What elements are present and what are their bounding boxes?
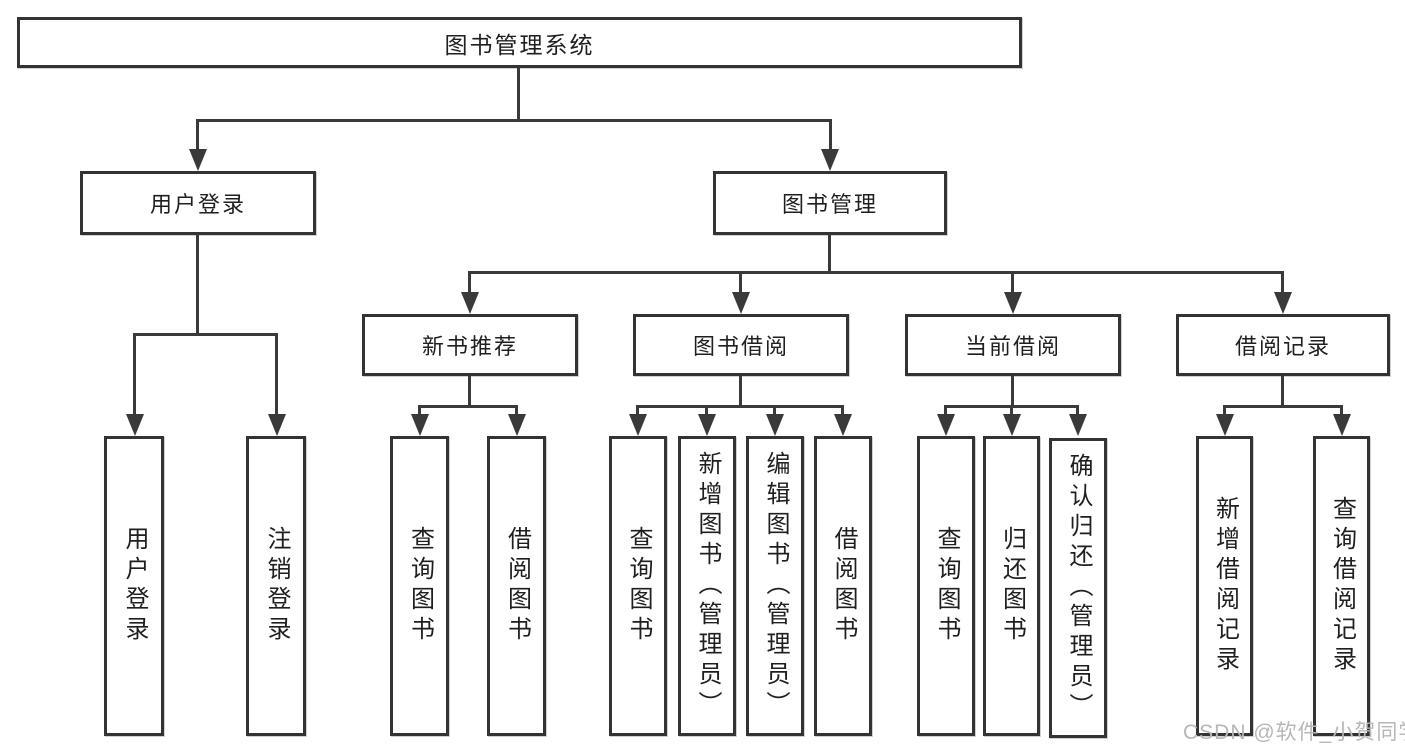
leaf-label: 确认归还（管理员） [1065,453,1092,723]
leaf-query-books-recommend: 查询图书 [390,436,449,736]
leaf-label: 借阅图书 [503,526,531,646]
csdn-watermark: CSDN @软件_小贺同学 [1183,721,1405,744]
connector-line [468,271,1283,274]
connector-line [133,333,278,336]
leaf-label: 查询图书 [933,526,960,646]
connector-line [739,271,742,292]
arrow-down-icon [268,414,286,436]
arrow-down-icon [189,149,207,171]
connector-line [1223,405,1226,416]
leaf-label: 新增图书（管理员） [694,451,721,721]
connector-line [275,333,278,415]
arrow-down-icon [937,414,955,436]
connector-line [517,68,520,121]
leaf-logout: 注销登录 [246,436,306,736]
node-user-login: 用户登录 [80,171,316,235]
connector-line [1340,405,1343,416]
arrow-down-icon [1003,414,1021,436]
connector-line [636,405,843,408]
leaf-confirm-return-admin: 确认归还（管理员） [1049,438,1107,738]
connector-line [1076,405,1079,416]
connector-line [739,376,742,408]
leaf-add-books-admin: 新增图书（管理员） [678,436,736,736]
leaf-add-borrow-record: 新增借阅记录 [1196,436,1253,736]
connector-line [828,235,831,273]
node-label: 当前借阅 [964,334,1061,359]
arrow-down-icon [1004,292,1022,314]
leaf-label: 编辑图书（管理员） [762,451,789,721]
leaf-label: 查询借阅记录 [1328,496,1356,676]
connector-line [468,271,471,292]
arrow-down-icon [411,414,429,436]
connector-line [1010,405,1013,416]
arrow-down-icon [698,414,716,436]
leaf-label: 新增借阅记录 [1211,496,1239,676]
arrow-down-icon [821,149,839,171]
arrow-down-icon [126,414,144,436]
leaf-label: 借阅图书 [830,526,857,646]
connector-line [1223,405,1342,408]
leaf-label: 用户登录 [121,526,148,646]
arrow-down-icon [629,414,647,436]
arrow-down-icon [461,292,479,314]
leaf-edit-books-admin: 编辑图书（管理员） [746,436,804,736]
leaf-query-borrow-record: 查询借阅记录 [1313,436,1370,736]
node-current-borrowing: 当前借阅 [905,314,1121,376]
arrow-down-icon [732,292,750,314]
leaf-label: 注销登录 [263,526,290,646]
leaf-label: 查询图书 [625,526,652,646]
connector-line [773,405,776,416]
leaf-borrow-books-borrowing: 借阅图书 [814,436,872,736]
arrow-down-icon [1216,414,1234,436]
connector-line [418,405,421,416]
connector-line [841,405,844,416]
connector-line [196,119,199,151]
node-new-book-recommendation: 新书推荐 [362,314,578,376]
connector-line [1281,376,1284,408]
arrow-down-icon [1333,414,1351,436]
connector-line [829,119,832,151]
connector-line [944,405,947,416]
node-book-borrowing: 图书借阅 [633,314,849,376]
leaf-query-books-borrowing: 查询图书 [609,436,667,736]
node-label: 图书管理系统 [444,31,595,58]
node-book-management: 图书管理 [713,171,947,235]
connector-line [705,405,708,416]
connector-line [418,405,518,408]
leaf-borrow-books-recommend: 借阅图书 [487,436,546,736]
connector-line [1011,271,1014,292]
node-label: 图书管理 [781,192,878,217]
node-label: 新书推荐 [421,334,518,359]
connector-line [1011,376,1014,408]
node-borrowing-records: 借阅记录 [1176,314,1390,376]
node-label: 借阅记录 [1234,334,1331,359]
node-library-management-system: 图书管理系统 [17,17,1022,68]
arrow-down-icon [1274,292,1292,314]
node-label: 用户登录 [149,192,246,217]
arrow-down-icon [766,414,784,436]
connector-line [468,376,471,408]
connector-line [636,405,639,416]
connector-line [133,333,136,415]
node-label: 图书借阅 [692,334,789,359]
connector-line [196,119,832,122]
leaf-user-login: 用户登录 [104,436,164,736]
arrow-down-icon [1069,414,1087,436]
connector-line [515,405,518,416]
leaf-return-books: 归还图书 [983,436,1040,736]
connector-line [1281,271,1284,292]
leaf-label: 查询图书 [406,526,434,646]
leaf-query-books-current: 查询图书 [917,436,975,736]
leaf-label: 归还图书 [998,526,1026,646]
arrow-down-icon [508,414,526,436]
connector-line [196,235,199,336]
arrow-down-icon [834,414,852,436]
